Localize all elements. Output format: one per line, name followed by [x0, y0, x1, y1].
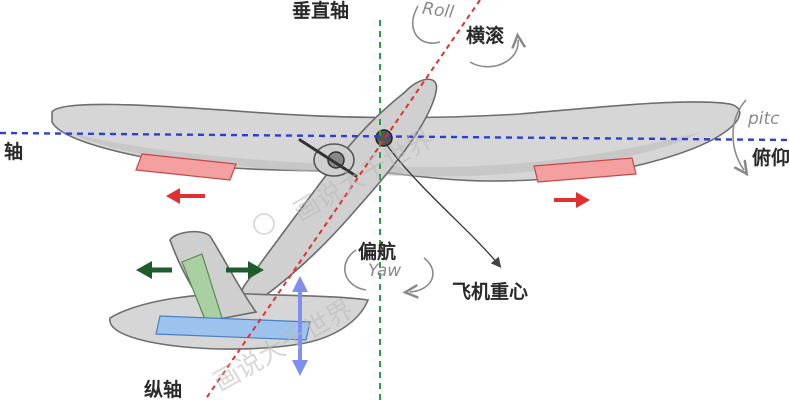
- yaw-en-label: Yaw: [368, 261, 401, 281]
- vertical-stabilizer: [169, 230, 258, 321]
- yaw-cn-label: 偏航: [358, 240, 396, 263]
- propeller-blade: [298, 138, 358, 178]
- rudder-left-arrow: [136, 261, 172, 279]
- cg-label: 飞机重心: [452, 281, 528, 303]
- longitudinal-axis-label: 纵轴: [144, 378, 182, 400]
- right-aileron: [533, 157, 637, 183]
- vertical-axis-label: 垂直轴: [292, 0, 349, 22]
- pitch-cn-label-fragment: 俯仰: [752, 146, 789, 169]
- watermark-logo-icon: [253, 213, 275, 235]
- pitch-rotation-arrow: [732, 99, 746, 170]
- roll-cn-label: 横滚: [466, 24, 505, 47]
- roll-en-label: Roll: [421, 0, 455, 23]
- aileron-left-arrow: [166, 188, 205, 204]
- roll-rotation-arrow: [412, 5, 518, 68]
- aileron-right-arrow: [554, 192, 590, 208]
- lateral-axis-label-fragment: 轴: [4, 140, 23, 163]
- pitch-en-label-fragment: pitc: [747, 109, 780, 129]
- elevator-updown-arrow: [292, 276, 308, 376]
- yaw-rotation-arrow: [344, 249, 434, 292]
- cg-leader-line: [385, 143, 502, 269]
- rudder-right-arrow: [226, 261, 264, 279]
- left-aileron: [135, 153, 237, 181]
